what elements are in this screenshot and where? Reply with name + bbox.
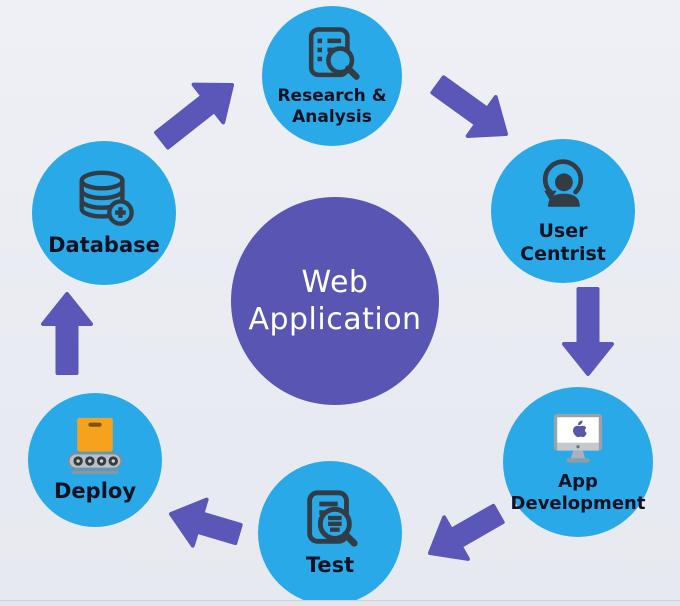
node-label-deploy: Deploy	[53, 479, 137, 504]
node-label-database: Database	[48, 233, 160, 258]
center-label-line1: Web	[301, 264, 369, 300]
document-list-magnifier-icon	[307, 490, 358, 547]
node-label-user-centrist: User Centrist	[520, 220, 606, 265]
database-add-icon	[79, 170, 134, 226]
node-app-development: App Development	[503, 387, 653, 537]
node-user-centrist: User Centrist	[491, 139, 635, 283]
arrow-test-to-deploy	[169, 497, 243, 548]
node-database: Database	[32, 141, 176, 285]
arrow-deploy-to-database	[41, 292, 93, 375]
node-test: Test	[258, 461, 402, 605]
imac-apple-icon	[553, 414, 603, 463]
center-label-line2: Application	[248, 302, 422, 337]
node-label-research-analysis: Research & Analysis	[277, 86, 387, 127]
node-label-app-development: App Development	[510, 471, 646, 514]
node-label-test: Test	[305, 553, 355, 578]
user-loop-icon	[542, 159, 584, 207]
arrow-user-to-app	[562, 287, 614, 376]
node-deploy: Deploy	[28, 393, 162, 527]
arrow-research-to-user	[430, 75, 508, 138]
center-web-application: Web Application	[231, 197, 439, 405]
arrow-app-to-test	[428, 503, 505, 561]
document-magnifier-icon	[308, 27, 360, 81]
bottom-edge-divider	[0, 600, 680, 606]
arrow-database-to-research	[154, 82, 234, 150]
node-research-analysis: Research & Analysis	[262, 6, 402, 146]
conveyor-box-icon	[67, 417, 123, 475]
